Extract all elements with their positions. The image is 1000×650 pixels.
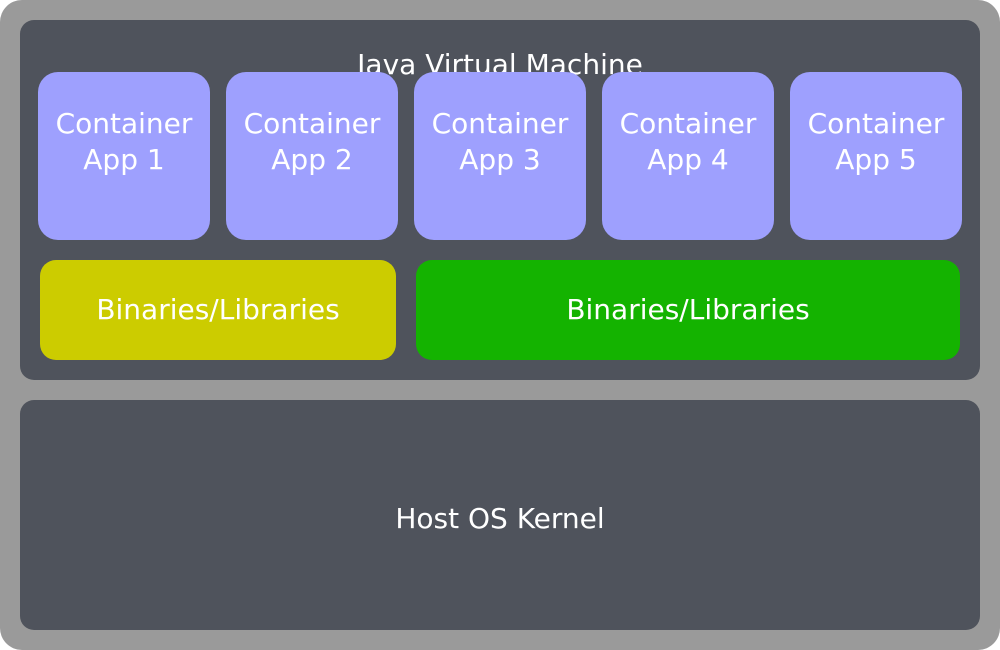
- host-os-kernel-label: Host OS Kernel: [395, 502, 605, 535]
- binaries-libraries-label: Binaries/Libraries: [96, 293, 340, 326]
- container-app-label: Container App 1: [55, 107, 193, 176]
- binaries-libraries-label: Binaries/Libraries: [566, 293, 810, 326]
- host-os-kernel: Host OS Kernel: [20, 400, 980, 630]
- container-app-3: Container App 3: [414, 72, 586, 240]
- binaries-libraries-yellow: Binaries/Libraries: [40, 260, 396, 360]
- binaries-libraries-green: Binaries/Libraries: [416, 260, 960, 360]
- container-app-label: Container App 2: [243, 107, 381, 176]
- jvm-panel: Java Virtual Machine Container App 1 Con…: [20, 20, 980, 380]
- container-app-4: Container App 4: [602, 72, 774, 240]
- container-app-label: Container App 5: [807, 107, 945, 176]
- container-app-1: Container App 1: [38, 72, 210, 240]
- container-app-5: Container App 5: [790, 72, 962, 240]
- container-app-label: Container App 4: [619, 107, 757, 176]
- container-app-2: Container App 2: [226, 72, 398, 240]
- container-app-label: Container App 3: [431, 107, 569, 176]
